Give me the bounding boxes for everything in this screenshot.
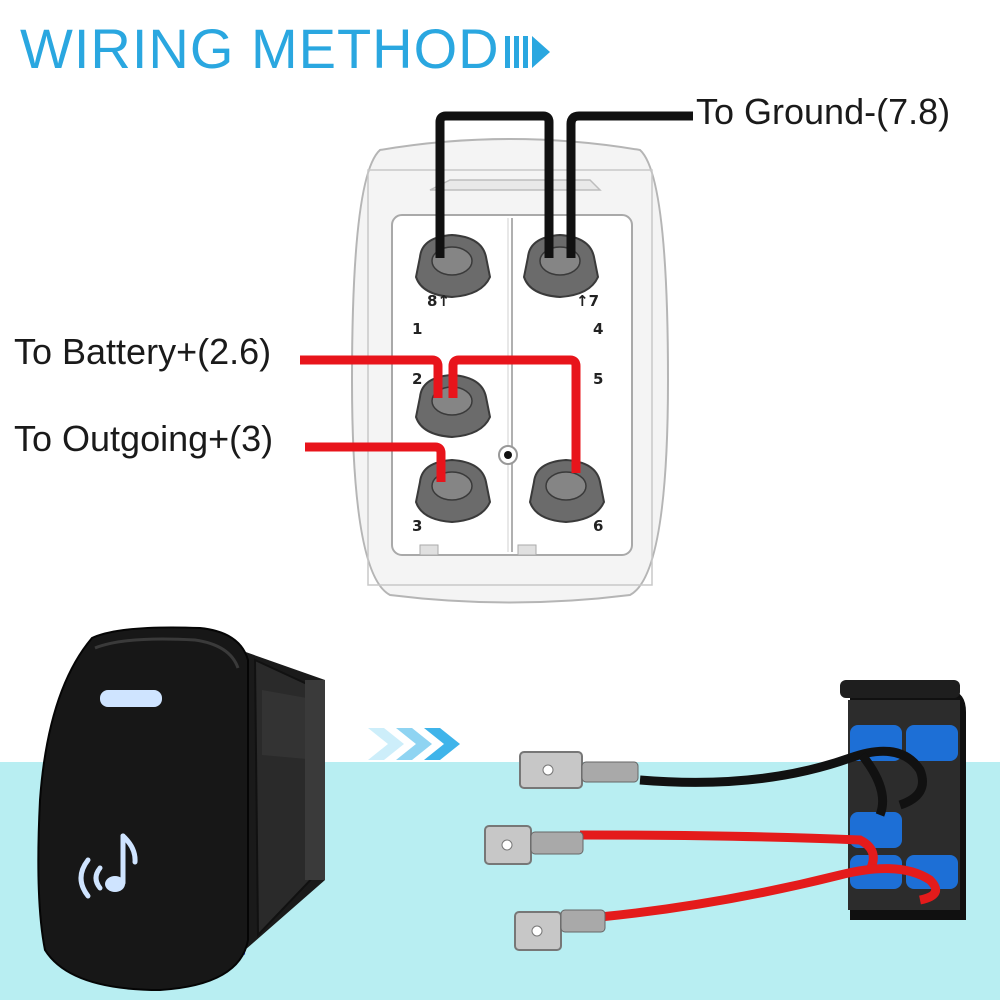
ground-wire-7	[566, 111, 693, 258]
battery-wire	[300, 355, 443, 398]
jumper-wire-2-6	[448, 355, 581, 473]
play-arrow-icon	[505, 36, 550, 68]
pin-label-7: ↑7	[576, 292, 600, 310]
pin-label-6: 6	[593, 517, 604, 535]
pin-label-3: 3	[412, 517, 423, 535]
music-note-icon	[78, 833, 138, 899]
wiring-diagram	[300, 111, 693, 604]
ground-wire-8	[435, 111, 554, 258]
pin-label-2: 2	[412, 370, 423, 388]
rocker-switch	[37, 626, 325, 992]
outgoing-wire	[305, 442, 446, 482]
pin-label-5: 5	[593, 370, 604, 388]
spade-terminal-1	[519, 751, 639, 789]
battery-label: To Battery+(2.6)	[14, 331, 272, 372]
spade-terminal-2	[484, 825, 584, 865]
ground-label: To Ground-(7.8)	[696, 91, 951, 132]
chevrons-right-icon	[368, 728, 460, 760]
pin-label-8: 8↑	[427, 292, 451, 310]
page-title: WIRING METHOD	[20, 17, 500, 80]
pin-label-4: 4	[593, 320, 604, 338]
pin-label-1: 1	[412, 320, 423, 338]
led-indicator	[100, 690, 162, 707]
spade-terminal-3	[514, 909, 606, 951]
terminal-6	[528, 458, 606, 524]
outgoing-label: To Outgoing+(3)	[14, 418, 274, 459]
